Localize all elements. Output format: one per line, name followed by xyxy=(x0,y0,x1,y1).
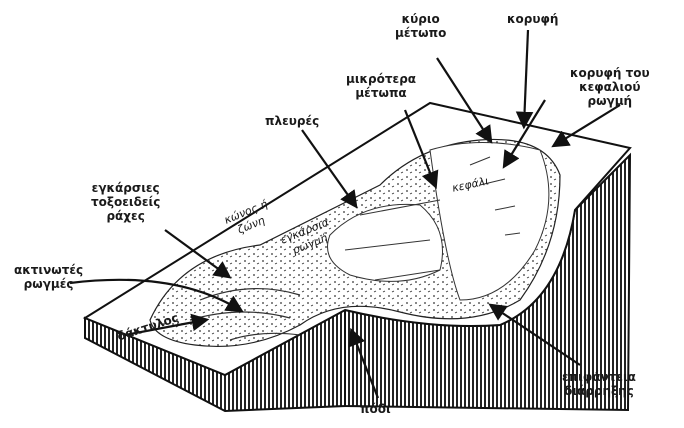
label-rupture-surface: επιφάντεια διάρρηξης xyxy=(562,370,636,398)
label-minor-scarps: μικρότερα μέτωπα xyxy=(346,72,416,100)
label-flanks: πλευρές xyxy=(265,114,319,128)
label-foot: πόδι xyxy=(360,402,391,416)
label-head-crown-crack: κορυφή του κεφαλιού ρωγμή xyxy=(570,66,650,108)
label-crown: κορυφή xyxy=(507,12,558,26)
label-radial-cracks: ακτινωτές ρωγμές xyxy=(14,263,83,291)
label-transverse-ridges: εγκάρσιες τοξοειδείς ράχες xyxy=(91,181,160,223)
label-main-scarp: κύριο μέτωπο xyxy=(395,12,446,40)
